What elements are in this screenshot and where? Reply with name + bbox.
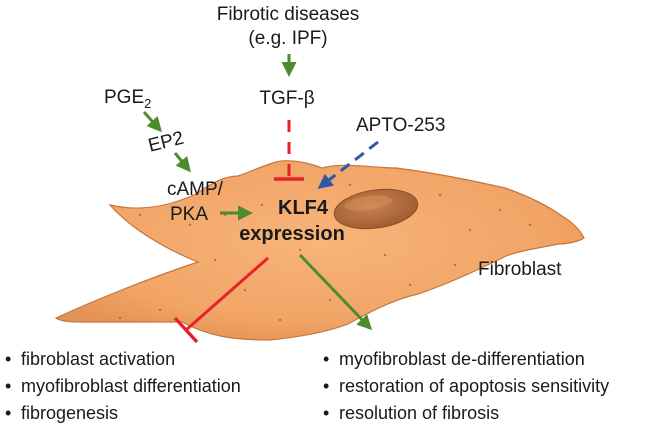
ep2-to-camp-arrow	[173, 152, 191, 173]
pka-label: PKA	[170, 204, 208, 225]
list-item: resolution of fibrosis	[323, 400, 609, 427]
list-item: fibrogenesis	[5, 400, 241, 427]
apto-253-label: APTO-253	[356, 115, 445, 136]
pge2-label: PGE2	[104, 87, 151, 111]
list-item: fibroblast activation	[5, 346, 241, 373]
ep2-label: EP2	[146, 128, 186, 157]
fibroblast-label: Fibroblast	[478, 259, 562, 280]
apto-to-klf4-arrow	[317, 140, 379, 189]
disease-title-line2: (e.g. IPF)	[248, 28, 327, 49]
inhibited-effects-list: fibroblast activation myofibroblast diff…	[5, 346, 241, 427]
klf4-inhibition-bar	[173, 316, 199, 344]
fibroblast-cell	[54, 160, 585, 341]
nucleus-highlight	[344, 195, 392, 211]
klf4-expression-label: expression	[239, 223, 345, 245]
disease-title-line1: Fibrotic diseases	[217, 4, 360, 25]
nucleus	[333, 188, 419, 230]
promoted-effects-list: myofibroblast de-differentiation restora…	[323, 346, 609, 427]
list-item: myofibroblast de-differentiation	[323, 346, 609, 373]
klf4-promotion-arrow	[298, 253, 373, 331]
list-item: restoration of apoptosis sensitivity	[323, 373, 609, 400]
tgf-beta-label: TGF-β	[259, 88, 314, 109]
camp-label: cAMP/	[167, 179, 224, 200]
klf4-inhibition-line	[185, 256, 269, 332]
cell-speckles	[118, 183, 532, 322]
list-item: myofibroblast differentiation	[5, 373, 241, 400]
klf4-label: KLF4	[278, 197, 329, 219]
pge2-to-ep2-arrow	[142, 111, 162, 133]
